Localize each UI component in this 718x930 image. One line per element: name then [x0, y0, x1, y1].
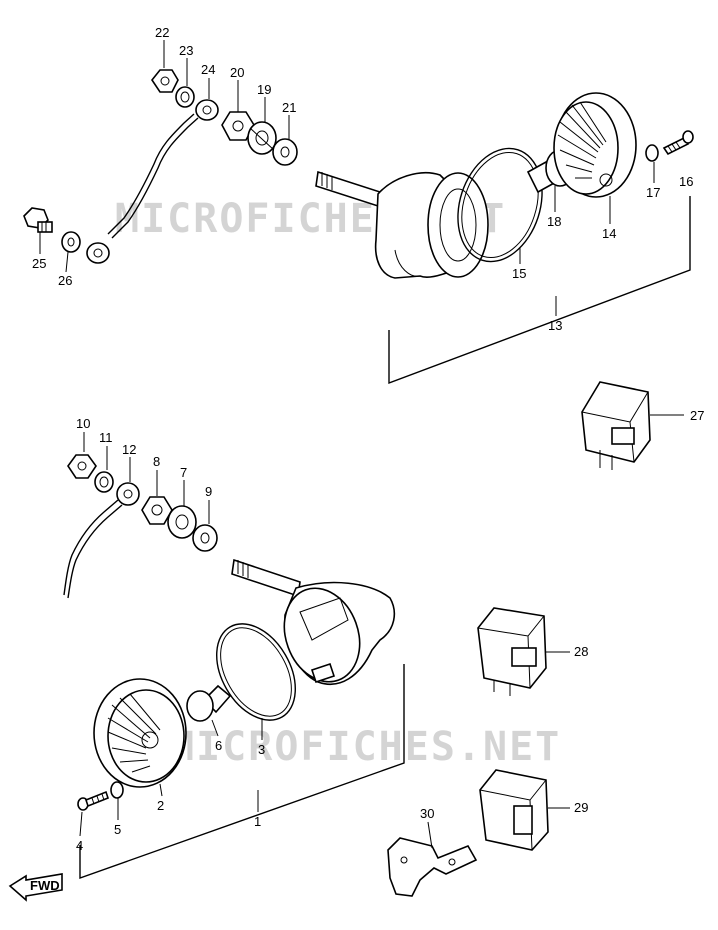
part-10-nut — [67, 454, 97, 479]
callout-17: 17 — [646, 185, 660, 200]
part-23-washer — [175, 86, 195, 108]
part-12-ground-wire — [63, 482, 140, 599]
part-26-washer — [61, 231, 81, 253]
callout-29: 29 — [574, 800, 588, 815]
callout-24: 24 — [201, 62, 215, 77]
part-11-washer — [94, 471, 114, 493]
bottom-turn-signal-assembly — [63, 454, 405, 879]
part-22-nut — [151, 69, 179, 93]
callout-13: 13 — [548, 318, 562, 333]
callout-21: 21 — [282, 100, 296, 115]
callout-labels: 22 23 24 20 19 21 25 26 18 14 15 17 16 1… — [32, 25, 704, 853]
callout-5: 5 — [114, 822, 121, 837]
callout-30: 30 — [420, 806, 434, 821]
callout-15: 15 — [512, 266, 526, 281]
callout-19: 19 — [257, 82, 271, 97]
callout-27: 27 — [690, 408, 704, 423]
callout-10: 10 — [76, 416, 90, 431]
part-14-lens — [553, 92, 637, 198]
part-7-bushing — [167, 505, 197, 539]
part-3-gasket — [216, 623, 296, 721]
part-2-lens — [93, 678, 187, 788]
callout-18: 18 — [547, 214, 561, 229]
bracket-1 — [79, 664, 405, 879]
callout-12: 12 — [122, 442, 136, 457]
callout-8: 8 — [153, 454, 160, 469]
part-27-relay — [581, 381, 651, 470]
part-5-washer — [110, 781, 124, 799]
part-19-bushing — [247, 121, 277, 155]
top-turn-signal-assembly — [23, 69, 694, 385]
callout-22: 22 — [155, 25, 169, 40]
callout-25: 25 — [32, 256, 46, 271]
callout-14: 14 — [602, 226, 616, 241]
part-28-relay — [477, 607, 547, 696]
callout-23: 23 — [179, 43, 193, 58]
callout-16: 16 — [679, 174, 693, 189]
leader-lines — [39, 40, 684, 849]
fwd-arrow-icon: FWD — [8, 873, 63, 902]
callout-2: 2 — [157, 798, 164, 813]
callout-4: 4 — [76, 838, 83, 853]
bracket-13 — [388, 196, 691, 385]
callout-3: 3 — [258, 742, 265, 757]
fwd-label: FWD — [30, 878, 60, 893]
part-24-ground-wire — [86, 99, 219, 264]
callout-9: 9 — [205, 484, 212, 499]
part-6-bulb — [186, 684, 232, 722]
callout-20: 20 — [230, 65, 244, 80]
callout-26: 26 — [58, 273, 72, 288]
watermark-bottom: MICROFICHES.NET — [170, 724, 561, 770]
part-15-gasket — [457, 147, 543, 263]
part-16-screw — [662, 130, 694, 156]
callout-11: 11 — [99, 430, 113, 445]
part-bottom-housing — [231, 558, 396, 685]
part-17-washer — [645, 144, 659, 162]
callout-1: 1 — [254, 814, 261, 829]
callout-7: 7 — [180, 465, 187, 480]
callout-6: 6 — [215, 738, 222, 753]
part-9-washer — [192, 524, 218, 552]
part-21-washer — [272, 138, 298, 166]
callout-28: 28 — [574, 644, 588, 659]
part-4-screw — [77, 790, 109, 811]
part-29-relay — [479, 769, 549, 851]
part-25-bolt — [23, 207, 53, 233]
